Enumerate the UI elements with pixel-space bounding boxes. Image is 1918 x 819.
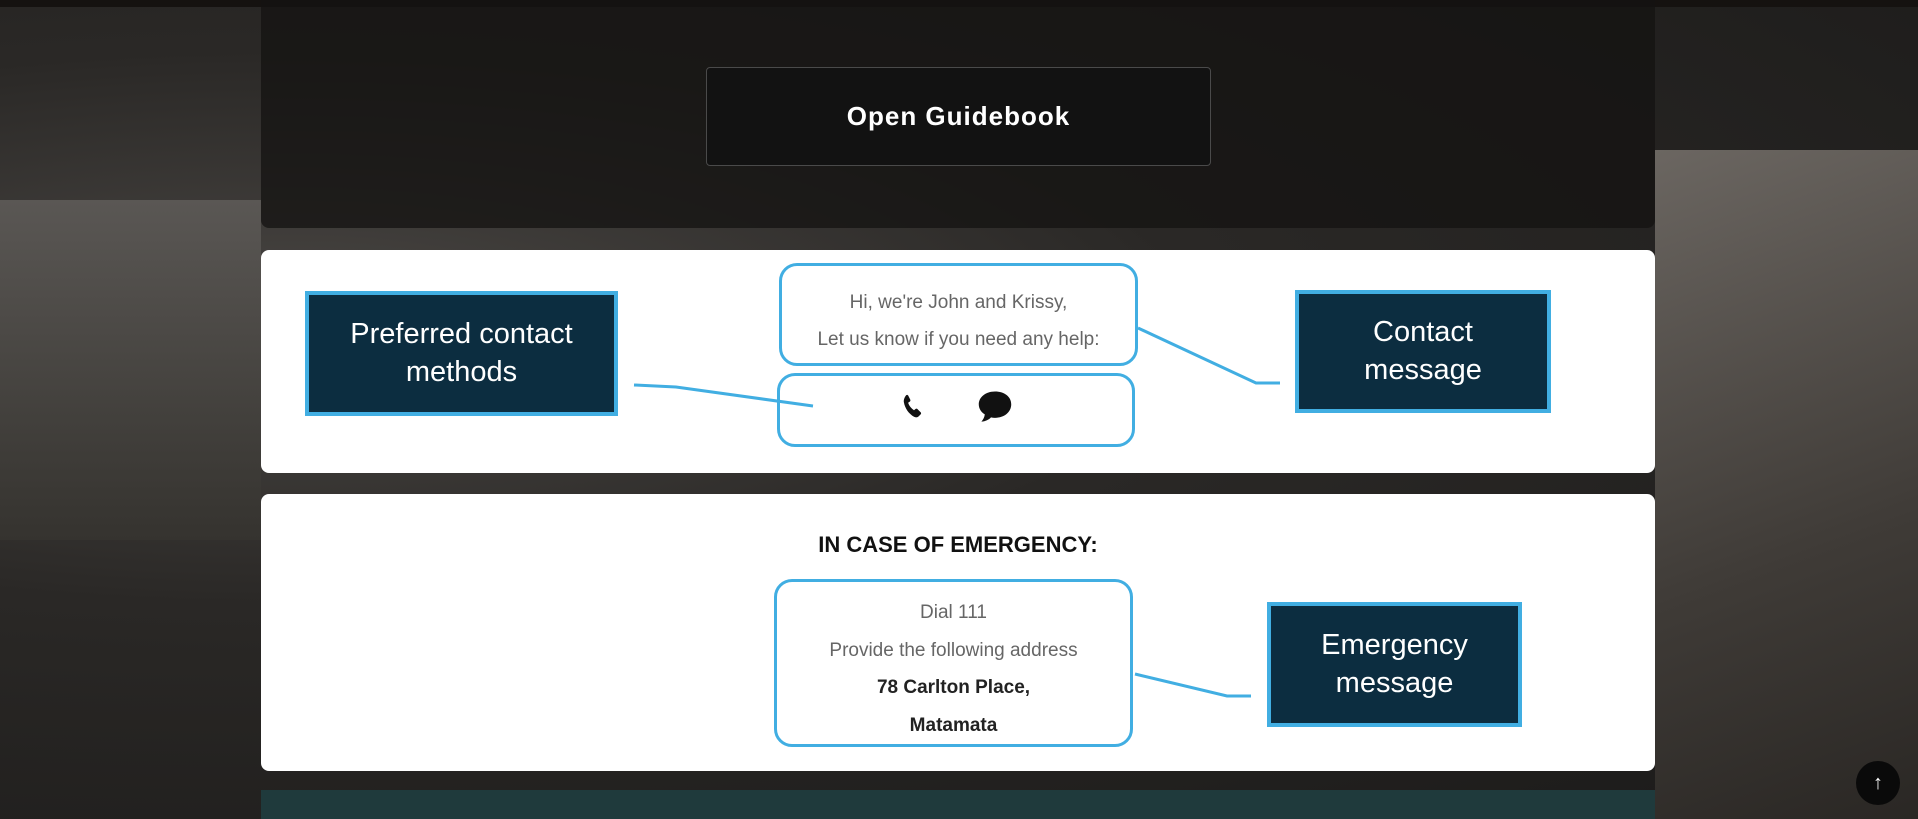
phone-icon[interactable] (898, 391, 928, 429)
background-photo-left (0, 200, 261, 540)
contact-message-callout: Contact message (1295, 290, 1551, 413)
contact-line-1: Hi, we're John and Krissy, (849, 292, 1068, 313)
chat-bubble-icon[interactable] (976, 390, 1014, 430)
emergency-heading: IN CASE OF EMERGENCY: (818, 532, 1098, 557)
dial-text: Dial 111 (920, 602, 987, 623)
emergency-message-bubble: Dial 111 Provide the following address 7… (774, 579, 1133, 747)
next-section-strip (261, 790, 1655, 819)
background-photo-right (1655, 150, 1918, 819)
contact-line-2: Let us know if you need any help: (817, 329, 1100, 350)
preferred-contact-callout: Preferred contact methods (305, 291, 618, 416)
emergency-connector (1134, 672, 1251, 698)
scroll-to-top-button[interactable]: ↑ (1856, 761, 1900, 805)
contact-connector (1137, 326, 1280, 385)
preferred-connector (633, 383, 814, 408)
address-line-2: Matamata (909, 714, 998, 736)
address-line-1: 78 Carlton Place, (876, 677, 1031, 698)
contact-methods-bubble (777, 373, 1135, 447)
contact-message-bubble: Hi, we're John and Krissy, Let us know i… (779, 263, 1138, 366)
provide-address-text: Provide the following address (829, 639, 1078, 661)
open-guidebook-button[interactable]: Open Guidebook (706, 67, 1211, 166)
emergency-message-callout: Emergency message (1267, 602, 1522, 727)
